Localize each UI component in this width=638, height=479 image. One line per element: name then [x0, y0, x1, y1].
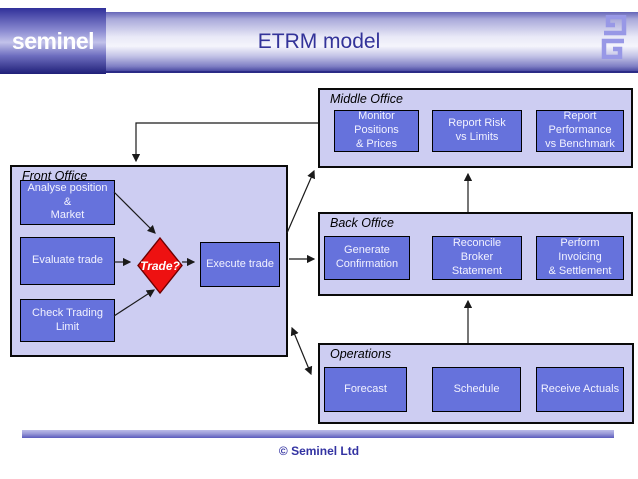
middle-office-section: Middle Office Monitor Positions & Prices…: [318, 88, 633, 168]
operations-label: Operations: [330, 347, 392, 361]
analyse-position-box: Analyse position & Market: [20, 180, 115, 225]
evaluate-trade-box: Evaluate trade: [20, 237, 115, 285]
monitor-positions-box: Monitor Positions & Prices: [334, 110, 419, 152]
perform-invoicing-box: Perform Invoicing & Settlement: [536, 236, 624, 280]
trade-decision-label: Trade?: [140, 258, 180, 273]
page-title: ETRM model: [257, 29, 381, 53]
diamond-shape: [137, 237, 183, 294]
reconcile-broker-box: Reconcile Broker Statement: [432, 236, 522, 280]
seminel-logo: seminel: [0, 8, 106, 74]
receive-actuals-box: Receive Actuals: [536, 367, 624, 412]
trade-decision-diamond: Trade?: [137, 237, 183, 294]
operations-section: Operations Forecast Schedule Receive Act…: [318, 343, 634, 424]
middle-office-label: Middle Office: [330, 92, 403, 106]
check-trading-limit-box: Check Trading Limit: [20, 299, 115, 342]
footer-copyright: © Seminel Ltd: [278, 444, 360, 458]
report-risk-box: Report Risk vs Limits: [432, 110, 522, 152]
generate-confirmation-box: Generate Confirmation: [324, 236, 410, 280]
schedule-box: Schedule: [432, 367, 521, 412]
execute-trade-box: Execute trade: [200, 242, 280, 287]
connector-front-operations-bidirectional: [290, 326, 313, 376]
front-office-section: Front Office Analyse position & Market E…: [10, 165, 288, 357]
connector-middle-to-front: [131, 122, 318, 163]
back-office-label: Back Office: [330, 216, 394, 230]
report-performance-box: Report Performance vs Benchmark: [536, 110, 624, 152]
seminel-logo-text: seminel: [11, 27, 95, 54]
back-office-section: Back Office Generate Confirmation Reconc…: [318, 212, 633, 296]
front-office-label: Front Office: [22, 169, 88, 183]
header-bar: [0, 12, 638, 73]
greek-key-logo-icon: [601, 15, 627, 59]
forecast-box: Forecast: [324, 367, 407, 412]
connector-front-to-middle: [286, 169, 315, 234]
footer-divider-bar: [22, 430, 614, 438]
